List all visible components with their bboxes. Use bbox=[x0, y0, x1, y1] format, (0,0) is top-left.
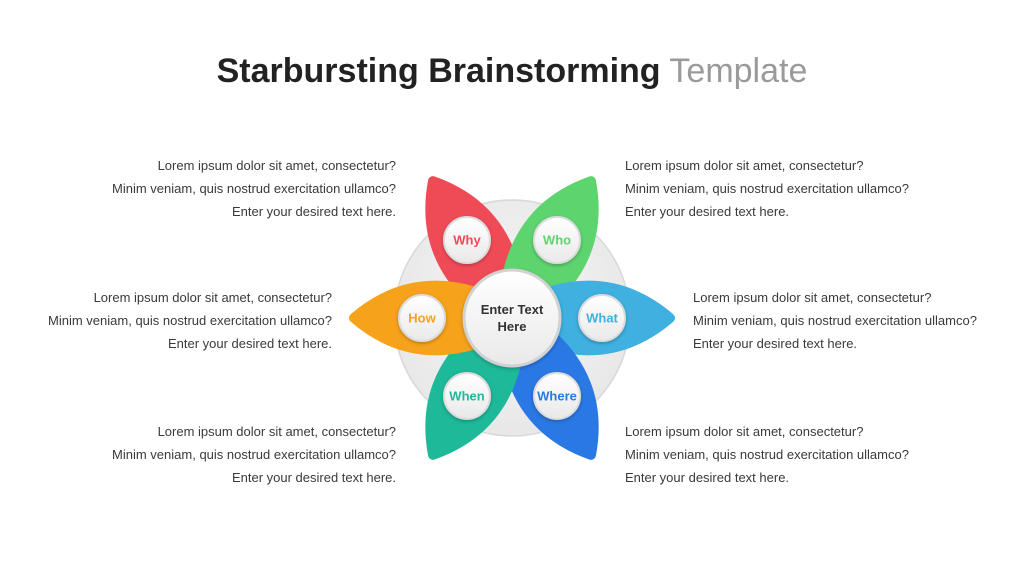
text-line: Minim veniam, quis nostrud exercitation … bbox=[112, 181, 396, 196]
text-line: Enter your desired text here. bbox=[167, 336, 332, 351]
text-line: Minim veniam, quis nostrud exercitation … bbox=[48, 313, 332, 328]
petal-why[interactable]: Why bbox=[425, 176, 522, 305]
text-line: Lorem ipsum dolor sit amet, consectetur? bbox=[157, 424, 396, 439]
center-text-line1: Enter Text bbox=[481, 302, 544, 317]
petal-when-badge bbox=[443, 371, 491, 420]
text-line: Minim veniam, quis nostrud exercitation … bbox=[693, 313, 977, 328]
text-line: Enter your desired text here. bbox=[693, 336, 858, 351]
text-line: Enter your desired text here. bbox=[231, 204, 396, 219]
center-hub[interactable]: Enter Text Here bbox=[462, 268, 562, 368]
petal-why-badge bbox=[443, 216, 491, 265]
petal-when-label: When bbox=[449, 388, 484, 403]
text-block-bottom-right: Lorem ipsum dolor sit amet, consectetur?… bbox=[625, 420, 1005, 489]
text-line: Lorem ipsum dolor sit amet, consectetur? bbox=[693, 290, 932, 305]
text-line: Lorem ipsum dolor sit amet, consectetur? bbox=[93, 290, 332, 305]
text-line: Minim veniam, quis nostrud exercitation … bbox=[625, 447, 909, 462]
text-block-bottom-left: Lorem ipsum dolor sit amet, consectetur?… bbox=[16, 420, 396, 489]
center-text-line2: Here bbox=[498, 319, 527, 334]
petal-who-badge bbox=[533, 216, 581, 265]
title-bold: Starbursting Brainstorming bbox=[216, 52, 661, 90]
petal-what-badge bbox=[578, 294, 626, 342]
text-block-top-left: Lorem ipsum dolor sit amet, consectetur?… bbox=[16, 154, 396, 223]
text-line: Enter your desired text here. bbox=[625, 204, 790, 219]
petal-what-label: What bbox=[586, 311, 618, 326]
text-line: Enter your desired text here. bbox=[625, 470, 790, 485]
text-block-middle-right: Lorem ipsum dolor sit amet, consectetur?… bbox=[693, 286, 1018, 355]
text-block-middle-left: Lorem ipsum dolor sit amet, consectetur?… bbox=[0, 286, 332, 355]
text-line: Enter your desired text here. bbox=[231, 470, 396, 485]
center-circle bbox=[462, 268, 562, 368]
petal-where-badge bbox=[533, 371, 581, 420]
title-light: Template bbox=[669, 52, 808, 90]
text-line: Lorem ipsum dolor sit amet, consectetur? bbox=[625, 424, 864, 439]
petal-how-label: How bbox=[408, 311, 436, 326]
petal-what[interactable]: What bbox=[543, 280, 675, 356]
petal-how-badge bbox=[398, 294, 446, 342]
page-title: Starbursting Brainstorming Template bbox=[0, 50, 1024, 92]
text-block-top-right: Lorem ipsum dolor sit amet, consectetur?… bbox=[625, 154, 1005, 223]
text-line: Lorem ipsum dolor sit amet, consectetur? bbox=[157, 158, 396, 173]
petal-when[interactable]: When bbox=[425, 331, 522, 460]
text-line: Minim veniam, quis nostrud exercitation … bbox=[112, 447, 396, 462]
text-line: Lorem ipsum dolor sit amet, consectetur? bbox=[625, 158, 864, 173]
petal-why-label: Why bbox=[453, 233, 481, 248]
petal-who-label: Who bbox=[543, 233, 571, 248]
petal-who[interactable]: Who bbox=[502, 176, 599, 305]
petal-where[interactable]: Where bbox=[502, 331, 599, 460]
text-line: Minim veniam, quis nostrud exercitation … bbox=[625, 181, 909, 196]
petal-how[interactable]: How bbox=[349, 280, 481, 356]
petal-where-label: Where bbox=[537, 388, 577, 403]
